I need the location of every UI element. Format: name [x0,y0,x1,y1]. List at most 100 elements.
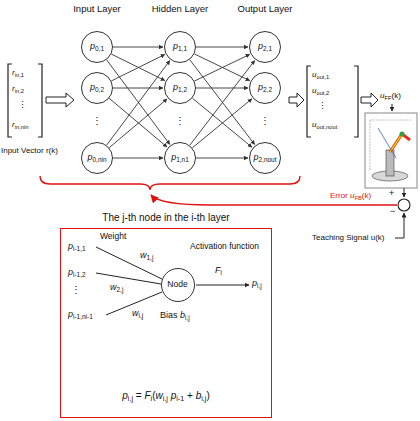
robot-picture [365,113,417,188]
detail-box: The j-th node in the i-th layerpi,j = Fi… [60,228,272,418]
node-label: p2,2 [258,82,272,93]
subscript: FB [354,195,361,201]
math-symbol: u [380,91,384,100]
math-symbol: p [68,267,73,277]
weight-symbol: w2,j [110,282,123,293]
text-part: Bias [160,310,180,320]
subscript: in,nin [15,124,29,130]
neuron-circle: Node [161,268,195,302]
vector-element: uout,1 [312,70,329,80]
subscript: i,j [163,394,168,403]
layer-heading: Input Layer [73,4,121,15]
subscript: 2,nout [259,156,277,163]
connection-arrow [111,55,164,81]
text-part: Weight [100,231,126,241]
subscript: 1,n1 [176,156,189,163]
node-label: p0,1 [90,41,104,52]
connection-arrow [192,99,252,148]
text-part: ⋮ [318,101,327,111]
math-symbol: p [122,390,128,401]
math-symbol: w [155,390,162,401]
text-part: ⋮ [18,100,27,110]
text-part: (k) [391,91,400,100]
math-symbol: w [132,308,139,318]
math-symbol: r [12,120,15,129]
subscript: 2,j [117,286,124,293]
subscript: out,1 [316,74,329,80]
text-part: (k) [362,191,371,200]
signal-arrow [404,188,405,197]
ellipsis: ⋮ [92,115,102,127]
subscript: i,j [185,314,190,321]
text-part: Activation function [190,241,259,251]
ellipsis: ⋮ [318,101,327,111]
error-arrow [151,195,397,205]
text-part: − [390,206,395,216]
neuron-circle: p0,2 [81,72,113,104]
vector-bracket [307,66,311,137]
signal-name: uFF(k) [380,91,401,101]
ellipsis: ⋮ [18,100,27,110]
subscript: 0,1 [95,45,104,52]
math-symbol: p [253,152,258,162]
weight-line [96,273,161,284]
connection-arrow [107,61,170,146]
math-symbol: u [312,70,316,79]
subscript: i-1 [176,394,184,403]
neuron-circle: p1,n1 [164,142,196,174]
math-symbol: p [173,41,178,51]
teaching-arrow [395,213,404,238]
node-input: pi-1,2 [68,267,86,278]
math-symbol: p [252,278,257,288]
signal-name: Teaching Signal u(k) [312,233,384,242]
subscript: i [221,269,222,276]
neuron-circle: p0,nin [81,142,113,174]
text-part: Node [167,279,187,289]
subscript: 0,nin [92,156,106,163]
weight-symbol: w1,j [140,250,153,261]
connection-arrow [113,158,163,159]
bias-label: Bias bi,j [160,310,190,321]
hollow-arrow [289,93,304,107]
math-symbol: p [258,41,263,51]
math-symbol: p [90,41,95,51]
output-arrow [196,285,249,286]
subscript: 0,2 [95,86,104,93]
sign: − [390,206,395,216]
node-label: p1,2 [173,82,187,93]
neuron-circle: p2,1 [249,31,281,63]
subscript: 1,1 [178,45,187,52]
math-symbol: p [258,82,263,92]
curly-brace [40,176,300,190]
subscript: 2,1 [263,45,272,52]
subscript: 1,j [147,254,154,261]
activation-label: Activation function [190,242,259,252]
node-label: p2,nout [253,152,276,163]
subscript: i,j [139,312,144,319]
connection-arrow [109,98,167,147]
sum-junction [398,199,410,211]
neuron-circle: p1,2 [164,72,196,104]
text-part: Output Layer [238,3,293,14]
subscript: in,2 [15,88,24,94]
vector-element: rin,nin [12,120,28,130]
connection-arrow [113,88,163,89]
layer-heading: Hidden Layer [152,4,209,15]
subscript: in,1 [15,72,24,78]
subscript: i,j [257,282,262,289]
math-symbol: p [87,152,92,162]
vector-element: uout,nout [312,120,337,130]
vector-bracket [38,64,42,137]
text-part: ) [206,390,209,401]
weight-symbol: wi,j [132,308,143,319]
subscript: 1,2 [178,86,187,93]
subscript: i,j [128,394,133,403]
math-symbol: u [350,191,354,200]
vector-name: Input Vector r(k) [1,146,58,155]
connection-arrow [190,60,255,145]
connection-arrow [111,54,164,80]
neuron-circle: p1,1 [164,31,196,63]
node-label: p1,1 [173,41,187,52]
